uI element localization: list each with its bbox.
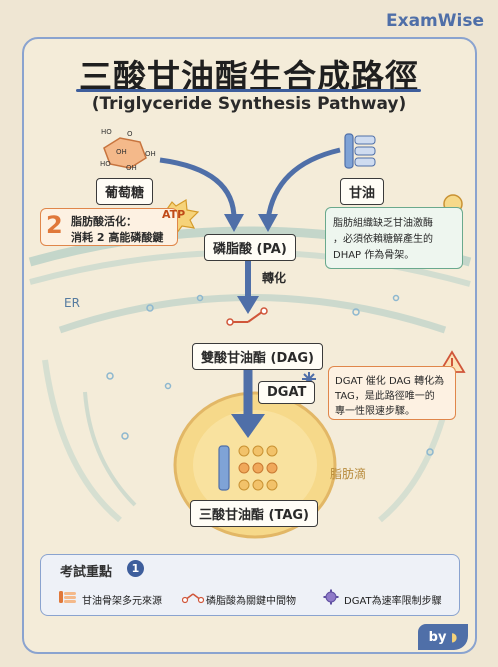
dgat-note-line2: TAG，是此路徑唯一的 <box>335 391 435 402</box>
vesicle <box>392 294 400 302</box>
node-phosphatidic-acid: 磷脂酸 (PA) <box>204 234 296 261</box>
adipose-note <box>325 207 463 269</box>
atp-label: ATP <box>162 208 186 221</box>
activation-number: 2 <box>46 211 63 239</box>
arrow-head <box>237 296 259 314</box>
vesicle <box>196 294 204 302</box>
arrow-glucose-pa <box>159 157 237 221</box>
adipose-line3: DHAP 作為骨架。 <box>333 250 415 261</box>
glucose-ho-label: HO <box>100 160 111 168</box>
vesicle <box>164 382 172 390</box>
dgat-note-line1: DGAT 催化 DAG 轉化為 <box>335 376 445 387</box>
activation-line1: 脂肪酸活化： <box>71 215 137 228</box>
arrow-head <box>258 214 278 232</box>
byline-text: by <box>428 630 447 645</box>
node-glycerol: 甘油 <box>340 178 385 205</box>
glucose-oh-label: OH <box>126 164 137 172</box>
node-tag: 三酸甘油酯 (TAG) <box>190 500 318 527</box>
er-membrane-4 <box>42 359 122 523</box>
vesicle <box>146 304 154 312</box>
enzyme-gear-icon <box>323 589 339 605</box>
node-glucose: 葡萄糖 <box>96 178 154 205</box>
tag-molecule-icon <box>218 445 278 491</box>
arrow-glycerol-pa <box>265 147 341 221</box>
vesicle <box>106 372 114 380</box>
dag-molecule-icon <box>226 307 268 326</box>
lipid-droplet-label: 脂肪滴 <box>330 467 367 481</box>
activation-note <box>40 208 178 246</box>
activation-line2: 消耗 2 高能磷酸鍵 <box>71 231 164 244</box>
key-points-title: 考試重點 <box>60 565 113 580</box>
key-point-item: 磷脂酸為關鍵中間物 <box>206 596 296 607</box>
key-points-number: 1 <box>127 560 144 577</box>
dgat-note <box>328 366 456 420</box>
banana-icon: ◗ <box>450 630 458 644</box>
vesicle <box>121 432 129 440</box>
edge-label-conversion: 轉化 <box>262 271 287 285</box>
brand-logo: ExamWise <box>386 11 484 31</box>
dgat-note-line3: 專一性限速步驟。 <box>335 406 415 417</box>
page-subtitle: (Triglyceride Synthesis Pathway) <box>91 94 407 114</box>
key-point-item: 甘油骨架多元來源 <box>82 596 162 607</box>
byline-badge: by ◗ <box>418 624 468 650</box>
node-dgat: DGAT <box>258 381 316 404</box>
arrow-head <box>224 214 244 232</box>
vesicle <box>426 448 434 456</box>
er-membrane-6 <box>83 391 137 507</box>
er-region-label: ER <box>64 296 80 310</box>
glucose-oh-label: OH <box>116 148 127 156</box>
key-points-panel <box>40 554 460 616</box>
node-dag: 雙酸甘油酯 (DAG) <box>192 343 323 370</box>
glucose-o-label: O <box>127 130 133 138</box>
glycerol-backbone-icon <box>59 591 76 603</box>
arrow-head <box>231 414 265 438</box>
molecule-icon <box>182 593 204 604</box>
glucose-oh-label: OH <box>145 150 156 158</box>
glucose-molecule-icon <box>103 137 147 169</box>
title-underline <box>76 89 421 92</box>
adipose-line1: 脂肪組織缺乏甘油激酶 <box>333 218 433 229</box>
glycerol-backbone-icon <box>344 133 376 169</box>
vesicle <box>352 308 360 316</box>
adipose-line2: ，必須依賴糖解產生的 <box>333 234 433 245</box>
glucose-ho-label: HO <box>101 128 112 136</box>
key-point-item: DGAT為速率限制步驟 <box>344 596 442 607</box>
